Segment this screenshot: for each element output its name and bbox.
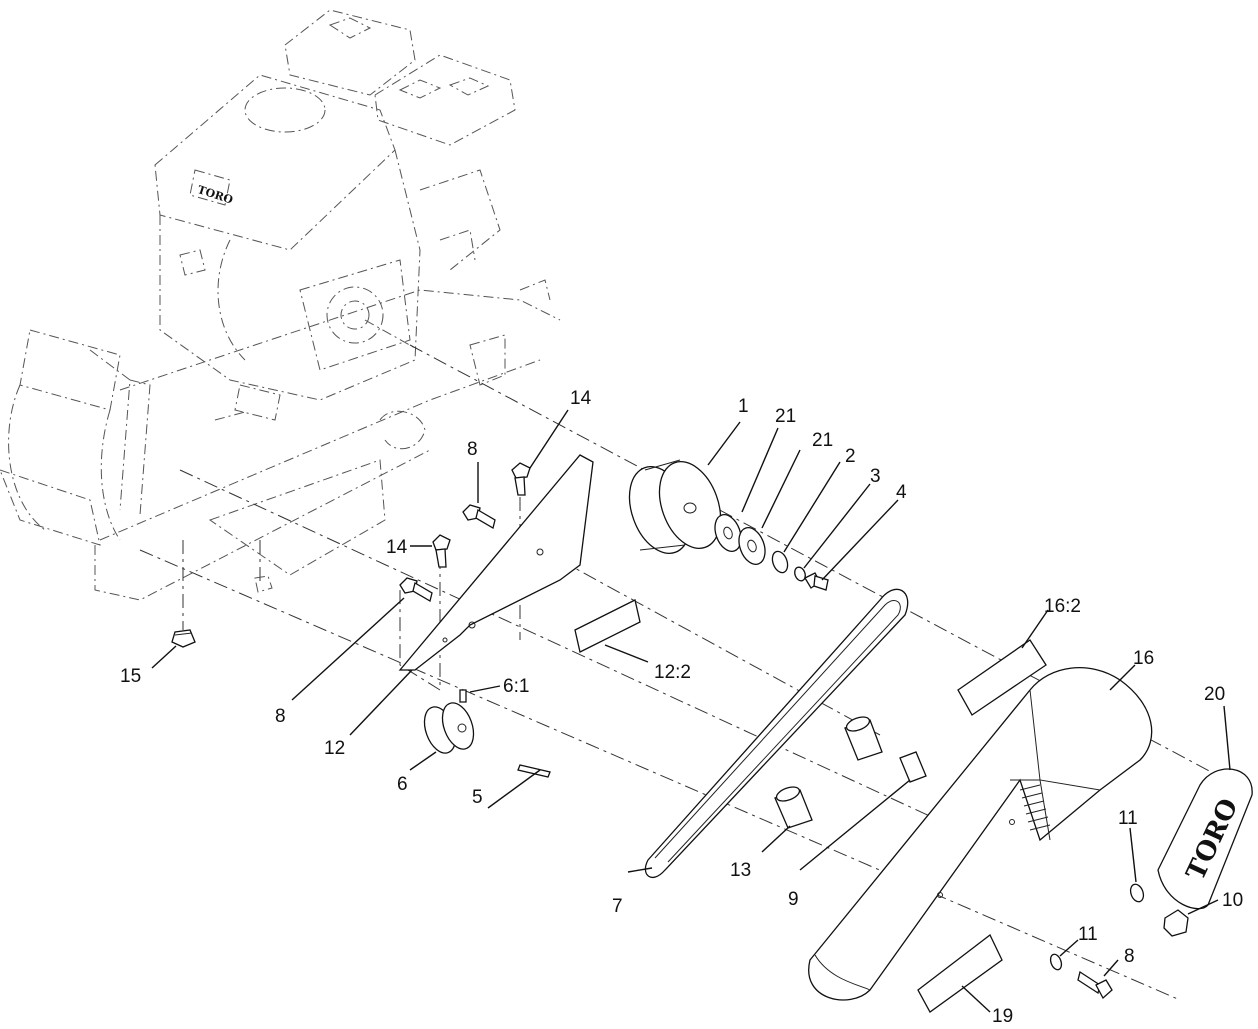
part-pulley-6: [423, 702, 475, 754]
callout-16: 16: [1133, 648, 1154, 669]
part-cover-plate-20: TORO: [1157, 768, 1253, 910]
part-nut-10: [1163, 909, 1189, 937]
callout-3: 3: [870, 466, 881, 487]
part-pulley-1: [628, 459, 722, 555]
callout-6: 6: [397, 774, 408, 795]
callout-4: 4: [896, 482, 907, 503]
callout-6-1: 6:1: [503, 676, 529, 697]
leader-lines: [151, 409, 1231, 1013]
engine-assembly: TORO: [154, 9, 516, 401]
callout-11b: 11: [1078, 924, 1098, 945]
callout-20: 20: [1204, 684, 1225, 705]
callout-10: 10: [1222, 890, 1243, 911]
part-bolt-8-lower: [399, 577, 433, 603]
part-bolt-14-lower: [432, 534, 451, 568]
part-spacer-upper: [844, 716, 883, 761]
callout-14b: 14: [386, 537, 408, 558]
callout-8c: 8: [1124, 946, 1135, 967]
part-plate-12: [398, 454, 594, 671]
callout-5: 5: [472, 787, 483, 808]
callout-labels: 1 21 21 2 3 4 14 8 14 15 8 12 6:1 6 5 12…: [120, 388, 1243, 1027]
part-decal-12-2: [574, 599, 641, 653]
part-setscrew-6-1: [459, 689, 467, 703]
callout-12: 12: [324, 738, 345, 759]
part-washer-11-lower: [1049, 953, 1063, 971]
part-standoff-9: [899, 751, 927, 783]
callout-15: 15: [120, 666, 141, 687]
part-key-5: [517, 764, 551, 778]
callout-11a: 11: [1118, 808, 1138, 829]
callout-9: 9: [788, 889, 799, 910]
callout-19: 19: [992, 1006, 1013, 1027]
part-spacer-13: [774, 786, 813, 829]
callout-16-2: 16:2: [1044, 596, 1081, 617]
part-bolt-14-upper: [511, 462, 531, 496]
callout-8b: 8: [275, 706, 286, 727]
part-bolt-8-cover: [1077, 970, 1113, 1000]
tiller-frame: [0, 279, 561, 601]
part-washer-11-upper: [1129, 883, 1145, 903]
callout-21b: 21: [812, 430, 833, 451]
part-washer-2: [771, 550, 789, 574]
part-washer-21b: [738, 527, 766, 565]
part-washer-21a: [714, 514, 742, 552]
callout-12-2: 12:2: [654, 662, 691, 683]
part-belt-cover-16: [808, 667, 1153, 1001]
part-decal-19: [917, 933, 1003, 1013]
part-decal-16-2: [957, 639, 1047, 716]
callout-8a: 8: [467, 439, 478, 460]
part-washer-3: [794, 566, 806, 582]
cover-vent-slots: [1019, 784, 1051, 831]
callout-14a: 14: [570, 388, 592, 409]
callout-7: 7: [612, 896, 623, 917]
callout-21a: 21: [775, 406, 796, 427]
callout-1: 1: [738, 396, 749, 417]
callout-2: 2: [845, 446, 856, 467]
part-belt-7: [644, 588, 909, 879]
part-bolt-8-upper: [462, 504, 496, 530]
part-bolt-4: [804, 572, 829, 591]
callout-13: 13: [730, 860, 751, 881]
part-nut-15: [171, 629, 196, 648]
